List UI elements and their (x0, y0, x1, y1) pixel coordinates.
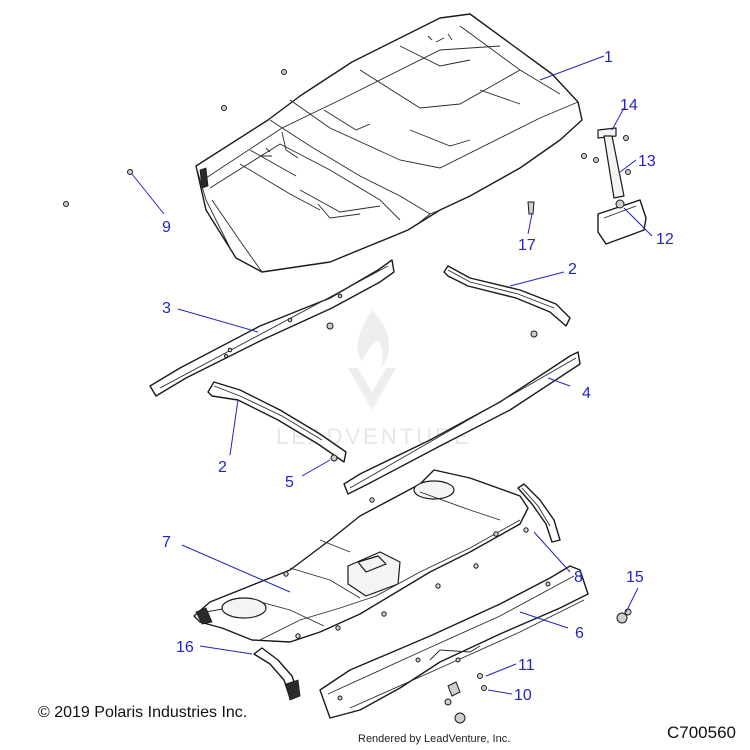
trim-front-left (207, 381, 347, 463)
fasteners (444, 608, 632, 724)
roof-screws (63, 69, 287, 207)
callout-5: 5 (285, 474, 294, 491)
roof-panel (195, 13, 583, 273)
callouts: 1 2 3 2 4 5 6 7 8 9 10 11 12 13 14 15 16… (162, 49, 674, 704)
mirror-screw (527, 201, 535, 215)
callout-6: 6 (575, 625, 584, 642)
copyright-notice: © 2019 Polaris Industries Inc. (38, 704, 248, 721)
callout-2-lower: 2 (218, 459, 227, 476)
callout-17: 17 (518, 237, 536, 254)
rear-header-bar (319, 565, 589, 719)
callout-11: 11 (518, 657, 535, 674)
rendered-by-credit: Rendered by LeadVenture, Inc. (358, 733, 511, 745)
callout-4: 4 (582, 385, 591, 402)
callout-9: 9 (162, 219, 171, 236)
callout-7: 7 (162, 534, 171, 551)
callout-10: 10 (514, 687, 532, 704)
callout-3: 3 (162, 300, 171, 317)
callout-2-upper: 2 (568, 261, 577, 278)
curved-trim-lower (253, 647, 301, 701)
leader-lines (131, 55, 653, 695)
seal-strip (343, 351, 581, 495)
headliner (193, 469, 529, 643)
mirror-assembly (581, 127, 647, 245)
callout-13: 13 (638, 153, 656, 170)
callout-14: 14 (620, 97, 638, 114)
curved-trim (517, 483, 561, 543)
callout-1: 1 (604, 49, 613, 66)
diagram-code: C700560 (666, 723, 736, 742)
trim-rear-right (443, 265, 571, 327)
callout-12: 12 (656, 231, 674, 248)
callout-16: 16 (176, 639, 194, 656)
callout-15: 15 (626, 569, 644, 586)
callout-8: 8 (574, 569, 583, 586)
side-rail (149, 259, 538, 397)
